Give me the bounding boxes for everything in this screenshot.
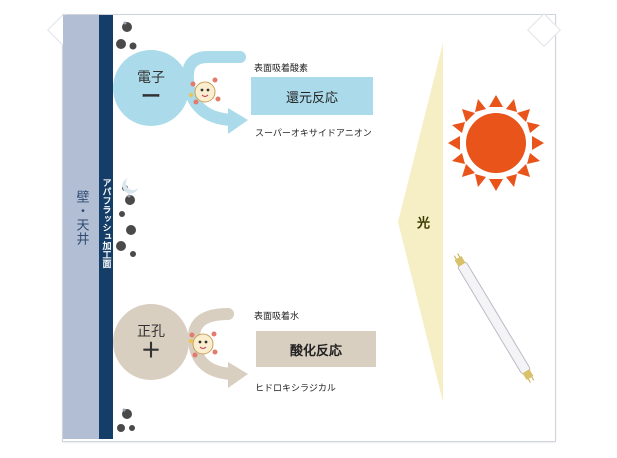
wall-ceiling-layer [63, 15, 99, 439]
electron-circle: 電子 ー [113, 50, 189, 126]
electron-adsorbed-label: 表面吸着酸素 [254, 64, 309, 74]
hole-sign: ＋ [141, 338, 161, 362]
hole-circle: 正孔 ＋ [113, 304, 189, 380]
oxidation-reaction-box: 酸化反応 [256, 331, 376, 367]
dirt-particle-icon [116, 22, 137, 432]
electron-product-label: スーパーオキサイドアニオン [255, 129, 372, 139]
dirt-particle-icon [122, 178, 138, 194]
coating-layer [99, 15, 113, 439]
light-label: 光 [414, 216, 429, 229]
mascot-icon [189, 331, 218, 358]
wall-ceiling-label: 壁・天井 [73, 190, 89, 246]
hole-product-label: ヒドロキシラジカル [255, 384, 336, 394]
dirt-particle-icon [122, 21, 131, 412]
mascot-icon [189, 77, 221, 105]
fluorescent-lamp-icon [453, 253, 535, 383]
hole-name: 正孔 [137, 324, 165, 340]
light-beam [398, 43, 443, 402]
electron-name: 電子 [137, 70, 165, 86]
electron-sign: ー [141, 84, 161, 108]
reduction-reaction-box: 還元反応 [251, 77, 373, 115]
sun-icon [448, 95, 544, 191]
hole-adsorbed-label: 表面吸着水 [254, 312, 300, 322]
coating-label: アパフラッシュ加工面 [100, 178, 111, 268]
